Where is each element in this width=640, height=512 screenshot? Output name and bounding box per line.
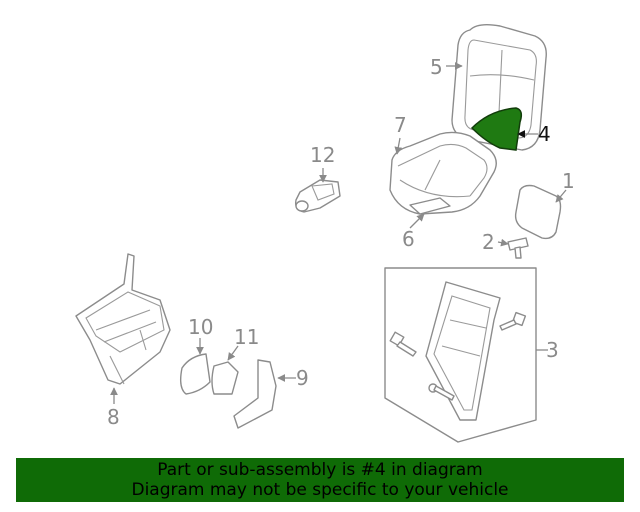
banner-line-2: Diagram may not be specific to your vehi… [131, 480, 509, 500]
callout-4: 4 [538, 122, 551, 146]
seat-back-pad-highlight [470, 107, 523, 151]
callout-5: 5 [430, 55, 443, 79]
bolt-bottom [428, 383, 455, 401]
callout-9: 9 [296, 366, 309, 390]
callout-6: 6 [402, 227, 415, 251]
callout-8: 8 [107, 405, 120, 429]
banner-line-1: Part or sub-assembly is #4 in diagram [157, 460, 483, 480]
trim-cover-11-part [211, 361, 239, 395]
callout-11: 11 [234, 325, 259, 349]
callout-2: 2 [482, 230, 495, 254]
callout-10: 10 [188, 315, 213, 339]
seat-frame-part [75, 253, 171, 385]
trim-cover-10-part [179, 353, 211, 395]
callout-1: 1 [562, 169, 575, 193]
seat-cushion-part [389, 131, 497, 215]
side-panel-part [233, 359, 277, 429]
notice-banner: Part or sub-assembly is #4 in diagram Di… [16, 458, 624, 502]
bolt-left [389, 331, 417, 357]
callout-7: 7 [394, 113, 407, 137]
frame-assembly-box [384, 267, 537, 443]
callout-3: 3 [546, 338, 559, 362]
latch-handle-part [294, 179, 341, 213]
clip-part [507, 237, 529, 259]
bolt-right [499, 311, 527, 331]
headrest-part [514, 184, 562, 240]
callout-12: 12 [310, 143, 335, 167]
